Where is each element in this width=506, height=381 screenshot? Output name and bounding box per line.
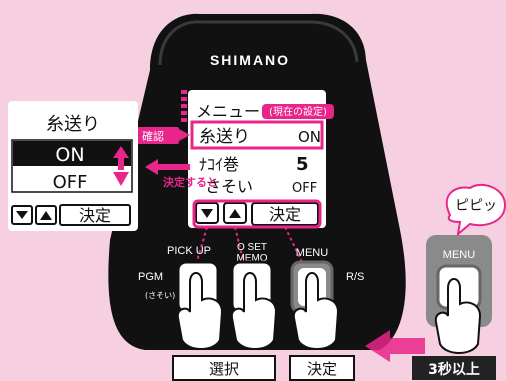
menu-item-1-value: ON [298,128,321,146]
menu-label: MENU [296,247,328,259]
brand-logo: SHIMANO [210,52,290,68]
down-triangle-icon [201,209,213,218]
pgm-label: PGM [138,271,163,283]
pointer-arrow-icon [365,330,425,362]
confirm-badge [137,127,179,144]
side-menu-label: MENU [443,249,475,261]
detail-title: 糸送り [46,114,100,135]
current-setting-badge [262,104,334,119]
menu-item-2-label: ﾅｺｲ巻 [199,155,239,174]
sasoi-label: (さそい) [145,291,175,300]
press-hand-icon [434,278,482,354]
option-off: OFF [53,172,88,193]
screen-header: メニュー [196,102,260,121]
memo-label: MEMO [236,253,267,264]
menu-item-3-value: OFF [292,181,317,196]
detail-decide-box [59,204,131,226]
hold-label-box [412,356,496,380]
select-label: 選択 [209,360,239,378]
rs-label: R/S [346,271,364,283]
up-triangle-icon [229,209,241,218]
menu-item-1-label: 糸送り [199,127,250,147]
guide-line-1 [194,226,208,269]
confirm-label: 確認 [142,129,164,143]
down-triangle-icon [16,211,28,219]
beep-label: ピピッ [455,198,497,214]
option-on-highlight [13,141,131,166]
arrow-shaft [118,158,124,170]
detail-options-frame [11,139,133,193]
screen-decide-label: 決定 [269,205,301,224]
oset-label: O SET [237,242,267,253]
device-body-sheen [158,20,359,66]
down-arrow-icon [113,172,129,186]
confirm-arrow-icon [179,129,190,141]
decide-label: 決定 [307,360,337,378]
decide-then-label: 決定すると [163,175,218,189]
detail-decide-label: 決定 [79,206,111,225]
current-setting-label: (現在の設定) [269,105,327,118]
menu-item-2-value: 5 [296,154,309,175]
pickup-label: PICK UP [167,245,211,257]
select-label-box [172,355,276,381]
decide-label-box [289,355,355,381]
beep-bubble-icon [445,183,506,237]
option-on: ON [55,144,84,166]
pointer-arrow-icon [145,159,190,175]
guide-line-2 [234,226,246,269]
nav-highlight [192,199,322,229]
hold-label: 3秒以上 [428,361,480,378]
menu-item-3-label: さそい [205,177,253,196]
screen-decide-box [251,202,319,226]
confirm-row [190,120,324,150]
up-triangle-icon [40,211,52,220]
up-arrow-icon [113,146,129,158]
press-hand-icon [176,272,340,350]
